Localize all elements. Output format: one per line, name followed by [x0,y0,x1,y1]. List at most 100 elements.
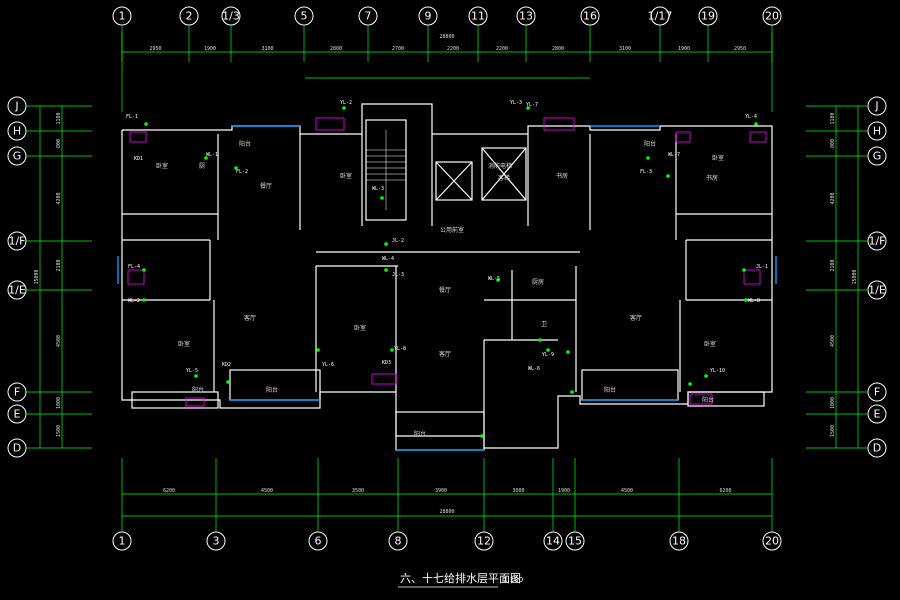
bottom-axis-0-label: 1 [119,535,126,548]
bottom-dim-3: 3900 [435,488,447,494]
building-walls [121,103,773,451]
top-axis-7-label: 13 [519,10,533,23]
bottom-dim-1: 4500 [261,488,273,494]
right-axis-7: D [867,438,887,458]
pipe-tag-9: YL-6 [322,362,334,368]
bottom-dim-6: 4500 [621,488,633,494]
top-axis-9-label: 1/17 [648,10,673,23]
right-axis-4-label: 1/E [868,284,886,297]
room-label-0: 卧室 [156,162,168,170]
top-dimension-chain [121,32,773,112]
pipe-tag-5: FL-2 [236,169,248,175]
right-dim-6: 1500 [830,425,836,437]
bottom-axis-1-label: 3 [213,535,220,548]
top-axis-7: 13 [516,6,536,26]
left-axis-1-label: H [13,125,21,138]
window-glazing [117,125,777,451]
left-dim-total: 15000 [34,269,40,284]
pipe-tag-25: KD2 [222,362,231,368]
bottom-axis-5: 14 [543,531,563,551]
left-axis-6: E [7,404,27,424]
room-label-24: 阳台 [192,386,204,394]
room-label-20: 书房 [706,174,718,182]
top-axis-11: 20 [762,6,782,26]
left-dim-4: 4500 [56,335,62,347]
right-axis-bubbles: JHG 1/F 1/E FE D [806,96,887,458]
right-axis-1: H [867,121,887,141]
bottom-dim-0: 6200 [163,488,175,494]
left-axis-2-label: G [13,150,22,163]
top-axis-2-label: 1/3 [222,10,240,23]
room-label-4: 客厅 [244,314,256,322]
bottom-axis-3: 8 [388,531,408,551]
room-label-11: 卧室 [704,340,716,348]
top-axis-8: 16 [580,6,600,26]
bottom-dim-2: 3500 [352,488,364,494]
room-label-15: 阳台 [414,430,426,438]
pipe-tag-18: WL-8 [748,298,760,304]
right-dim-0: 1100 [830,112,836,124]
top-dim-6: 2200 [496,46,508,52]
top-axis-11-label: 20 [765,10,779,23]
top-dim-5: 2200 [447,46,459,52]
right-axis-0: J [867,96,887,116]
plumbing-fixtures [127,117,767,407]
left-dimension-chain [39,106,63,448]
room-labels: 卧室厨餐厅卧室客厅卧室餐厅客厅卧室厨房客厅卧室卧室阳台阳台阳台阳台阳台公用前室书… [156,140,724,438]
pipe-tag-20: FL-3 [640,169,652,175]
room-label-16: 阳台 [604,386,616,394]
right-axis-6-label: E [874,408,881,421]
bottom-axis-0: 1 [112,531,132,551]
bottom-axis-4: 12 [474,531,494,551]
bottom-axis-6: 15 [565,531,585,551]
right-dim-5: 1000 [830,397,836,409]
pipe-tag-8: YL-5 [186,368,198,374]
right-axis-0-label: J [874,100,878,113]
right-axis-3-label: 1/F [868,235,885,248]
room-label-17: 阳台 [644,140,656,148]
right-axis-5: F [867,382,887,402]
top-axis-0-label: 1 [119,10,126,23]
right-axis-5-label: F [874,386,880,399]
pipe-tag-10: YL-7 [526,102,538,108]
right-axis-2-label: G [873,150,882,163]
bottom-axis-7-label: 18 [672,535,686,548]
drawing-title: 六、十七给排水层平面图 [400,571,521,585]
room-label-12: 卧室 [712,154,724,162]
left-dim-6: 1500 [56,425,62,437]
right-axis-7-label: D [873,442,881,455]
top-axis-3: 5 [294,6,314,26]
bottom-axis-3-label: 8 [395,535,402,548]
left-dim-5: 1000 [56,397,62,409]
pipe-tag-12: YL-9 [542,352,554,358]
pipe-tag-2: YL-3 [510,100,522,106]
bottom-axis-6-label: 15 [568,535,582,548]
top-axis-3-label: 5 [301,10,308,23]
bottom-axis-4-label: 12 [477,535,491,548]
right-dim-1: 800 [830,139,836,148]
left-dim-3: 2100 [56,259,62,271]
room-label-3: 卧室 [340,172,352,180]
room-label-10: 客厅 [630,314,642,322]
right-dim-2: 4200 [830,192,836,204]
left-dim-0: 1100 [56,112,62,124]
left-axis-4: 1/E [7,280,27,300]
pipe-tag-22: JL-2 [392,238,404,244]
room-label-22: 消防电梯 [488,162,512,170]
pipe-tag-23: JL-3 [392,272,404,278]
top-dim-8: 3100 [619,46,631,52]
top-axis-8-label: 16 [583,10,597,23]
top-axis-2: 1/3 [221,6,241,26]
right-dim-3: 2100 [830,259,836,271]
right-axis-3: 1/F [867,231,887,251]
pipe-tag-19: YL-10 [710,368,725,374]
top-axis-1: 2 [179,6,199,26]
right-axis-1-label: H [873,125,881,138]
left-axis-0: J [7,96,27,116]
top-dim-total: 28800 [439,34,454,40]
pipe-tag-6: WL-2 [128,298,140,304]
